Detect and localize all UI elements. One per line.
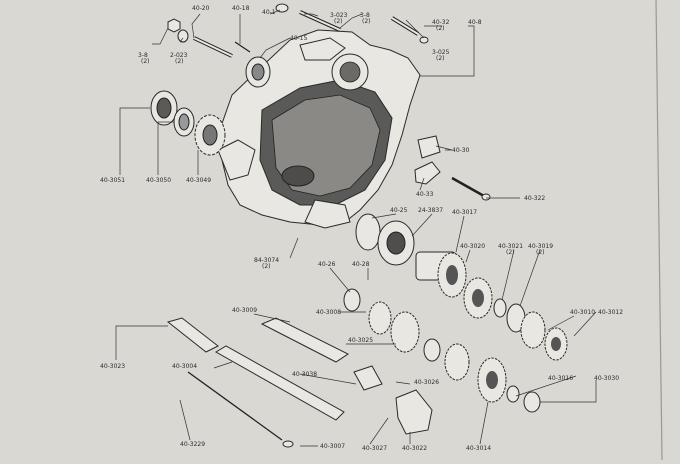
label: 3-023	[330, 12, 348, 19]
label: 3-8	[360, 12, 370, 19]
gear-3010	[520, 311, 546, 349]
clip-part	[414, 161, 441, 185]
shaft-3009	[260, 317, 349, 363]
label: 40-3050	[146, 177, 171, 184]
label: 40-3014	[466, 445, 491, 452]
thrust-washer-part	[355, 213, 381, 251]
label: 40-30	[452, 147, 470, 154]
label: (2)	[506, 249, 515, 256]
label: (2)	[141, 58, 150, 65]
label: 40-18	[232, 5, 250, 12]
label: 3-8	[138, 52, 148, 59]
bush-30-part	[417, 135, 441, 159]
rod-3229	[187, 371, 283, 441]
label: 40-3049	[186, 177, 211, 184]
top-nut-part	[275, 3, 289, 13]
label: 40-33	[416, 191, 434, 198]
washer-3030	[523, 391, 541, 413]
label: 40-3008	[316, 309, 341, 316]
label-3038: 40-3038	[292, 371, 317, 378]
bush-3016	[506, 385, 520, 403]
label: 40-3009	[232, 307, 257, 314]
part-labels: 40-20 40-18 40-1 3-8 (2) 2-023 (2) 40-15…	[100, 5, 623, 452]
label: 40-3051	[100, 177, 125, 184]
gear-mid	[444, 343, 470, 381]
label: 40-32	[432, 19, 450, 26]
label: 24-3837	[418, 207, 443, 214]
label: 40-3010	[570, 309, 595, 316]
label: 40-3022	[402, 445, 427, 452]
washer-part	[177, 29, 189, 43]
page-edge	[655, 0, 663, 461]
label: 40-3023	[100, 363, 125, 370]
label: 40-3229	[180, 441, 205, 448]
label: (2)	[362, 18, 371, 25]
label: (2)	[175, 58, 184, 65]
label: 40-28	[352, 261, 370, 268]
label: 3-025	[432, 49, 450, 56]
label: 2-023	[170, 52, 188, 59]
nut-3007	[282, 440, 294, 448]
label: 40-3020	[460, 243, 485, 250]
bush-3008	[353, 365, 383, 391]
label: 84-3074	[254, 257, 279, 264]
label: (2)	[436, 55, 445, 62]
label: (2)	[334, 18, 343, 25]
leader-lines	[115, 9, 597, 447]
label: 40-3019	[528, 243, 553, 250]
right-small-parts	[414, 135, 491, 201]
label: (2)	[262, 263, 271, 270]
label: 40-8	[468, 19, 482, 26]
top-parts	[167, 3, 429, 88]
pin-part	[234, 41, 251, 53]
label: 40-3007	[320, 443, 345, 450]
label: 40-3025	[348, 337, 373, 344]
label: 40-15	[290, 35, 308, 42]
bush-26	[343, 288, 361, 312]
sleeve-3023	[166, 317, 219, 353]
housing-3027	[395, 389, 433, 435]
label: 40-3004	[172, 363, 197, 370]
washer-mid	[423, 338, 441, 362]
gear-3008-small	[368, 301, 392, 335]
label: 40-3021	[498, 243, 523, 250]
mainshaft-group	[166, 317, 433, 448]
label: 40-20	[192, 5, 210, 12]
label: 40-3012	[598, 309, 623, 316]
label: 40-26	[318, 261, 336, 268]
mainshaft-3004	[215, 345, 345, 421]
label: 40-3016	[548, 375, 573, 382]
label: (2)	[536, 249, 545, 256]
left-parts	[150, 90, 226, 156]
label: 40-322	[524, 195, 545, 202]
label: 40-1	[262, 9, 276, 16]
nut-part	[167, 18, 181, 33]
label: 40-3026	[414, 379, 439, 386]
gear-3025	[390, 311, 420, 353]
label: (2)	[436, 25, 445, 32]
label: 40-3017	[452, 209, 477, 216]
label: 40-25	[390, 207, 408, 214]
washer-3021	[493, 298, 507, 318]
label: 40-3027	[362, 445, 387, 452]
label: 40-3030	[594, 375, 619, 382]
rod-part	[451, 176, 485, 198]
